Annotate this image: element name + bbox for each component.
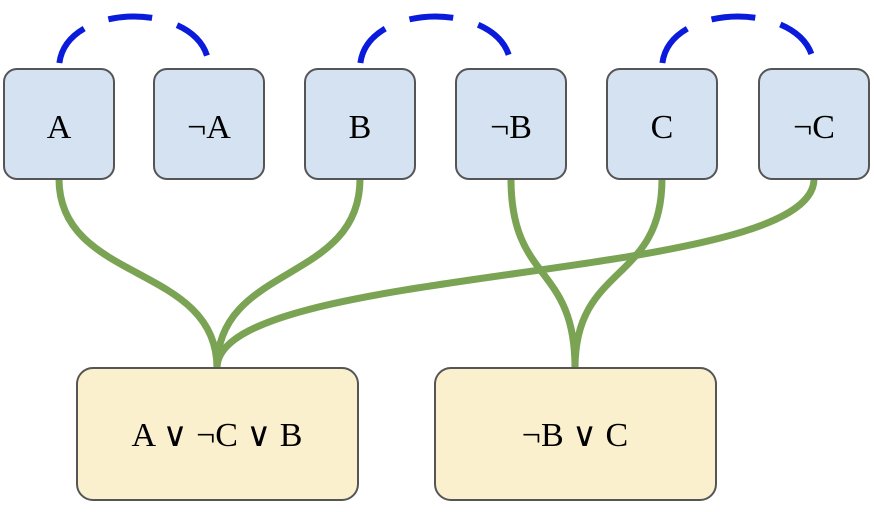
clause-box <box>434 367 717 501</box>
complement-arc-c-nc <box>659 13 817 70</box>
literal-label: ¬C <box>793 109 835 146</box>
literal-node-b: B <box>304 68 416 180</box>
clause-node-2: ¬B ∨ C <box>434 367 717 501</box>
literal-node-not-a: ¬A <box>153 68 265 180</box>
complement-arcs <box>56 13 817 70</box>
edge-nb-c2 <box>507 175 579 372</box>
clause-node-1: A ∨ ¬C ∨ B <box>76 367 359 501</box>
clause-label: A ∨ ¬C ∨ B <box>132 417 303 454</box>
literal-box <box>455 68 567 180</box>
literal-box <box>304 68 416 180</box>
edge-a-c1 <box>55 175 221 372</box>
literal-label: B <box>349 109 372 146</box>
edge-c-c2 <box>571 175 666 372</box>
literal-node-a: A <box>3 68 115 180</box>
literal-label: A <box>47 109 72 146</box>
edge-nc-c1 <box>213 175 818 372</box>
clause-box <box>76 367 359 501</box>
literal-node-not-b: ¬B <box>455 68 567 180</box>
literal-node-not-c: ¬C <box>758 68 870 180</box>
clause-edges <box>55 175 818 372</box>
edge-b-c1 <box>213 175 364 372</box>
literal-box <box>758 68 870 180</box>
literal-box <box>3 68 115 180</box>
literal-label: C <box>651 109 674 146</box>
literal-box <box>153 68 265 180</box>
literal-label: ¬B <box>490 109 532 146</box>
clause-label: ¬B ∨ C <box>522 417 628 454</box>
complement-arc-a-na <box>56 13 212 70</box>
literal-box <box>606 68 718 180</box>
literal-node-c: C <box>606 68 718 180</box>
complement-arc-b-nb <box>357 13 514 70</box>
literal-label: ¬A <box>187 109 231 146</box>
